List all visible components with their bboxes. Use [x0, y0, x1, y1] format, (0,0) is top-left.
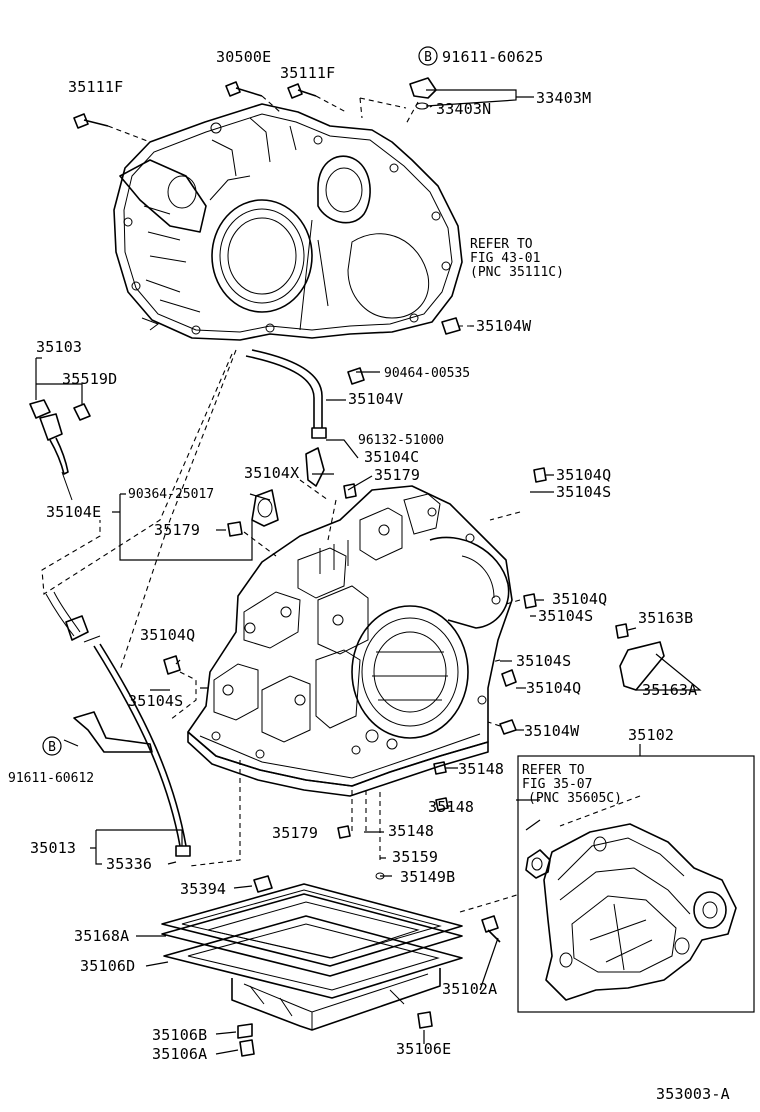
part-label-35163a: 35163A — [642, 681, 697, 699]
circled-marker-b-top: B — [418, 46, 438, 66]
reference-note-line-1: REFER TO — [470, 237, 533, 252]
reference-note-line-2: FIG 35-07 — [522, 777, 592, 792]
hardware-drawing — [73, 77, 665, 1057]
part-label-35103: 35103 — [36, 338, 82, 356]
part-label-35148: 35148 — [458, 760, 504, 778]
part-label-33403m: 33403M — [536, 89, 591, 107]
part-label-35519d: 35519D — [62, 370, 117, 388]
part-label-90464-00535: 90464-00535 — [384, 366, 470, 381]
circled-marker-b-left: B — [42, 736, 62, 756]
part-label-35106a: 35106A — [152, 1045, 207, 1063]
transmission-housing-drawing — [113, 103, 463, 341]
part-label-35394: 35394 — [180, 880, 226, 898]
part-label-35111f: 35111F — [68, 78, 123, 96]
part-label-35104q: 35104Q — [526, 679, 581, 697]
oil-pan-drawing — [161, 883, 463, 1031]
reference-note-line-3: (PNC 35605C) — [528, 791, 622, 806]
part-label-35104v: 35104V — [348, 390, 403, 408]
part-label-35148: 35148 — [388, 822, 434, 840]
part-labels: 30500E 91611-60625 35111F 35111F 33403M … — [8, 48, 730, 1103]
part-label-35104e: 35104E — [46, 503, 101, 521]
part-label-35106e: 35106E — [396, 1040, 451, 1058]
part-label-35148: 35148 — [428, 798, 474, 816]
mounting-bracket-drawing — [525, 823, 737, 1001]
part-label-35104s: 35104S — [128, 692, 183, 710]
part-label-91611-60625: 91611-60625 — [442, 48, 544, 66]
part-label-35013: 35013 — [30, 839, 76, 857]
part-label-35104w: 35104W — [524, 722, 580, 740]
part-label-35106b: 35106B — [152, 1026, 207, 1044]
reference-note-line-2: FIG 43-01 — [470, 251, 540, 266]
part-label-35179: 35179 — [374, 466, 420, 484]
part-label-35106d: 35106D — [80, 957, 135, 975]
dipstick-drawing — [29, 399, 91, 501]
part-label-35104w: 35104W — [476, 317, 532, 335]
part-label-35336: 35336 — [106, 855, 152, 873]
transaxle-case-drawing — [187, 485, 513, 797]
part-label-91611-60612: 91611-60612 — [8, 771, 94, 786]
bracket-reference-frame — [517, 755, 755, 1013]
diagram-code: 353003-A — [656, 1085, 730, 1103]
part-label-35104s: 35104S — [538, 607, 593, 625]
part-label-96132-51000: 96132-51000 — [358, 433, 444, 448]
part-label-35179: 35179 — [272, 824, 318, 842]
part-label-35179: 35179 — [154, 521, 200, 539]
part-label-35149b: 35149B — [400, 868, 455, 886]
part-label-33403n: 33403N — [436, 100, 491, 118]
dipstick-tube-drawing — [45, 591, 191, 857]
marker-b-letter: B — [48, 740, 56, 755]
part-label-35104c: 35104C — [364, 448, 419, 466]
part-label-35159: 35159 — [392, 848, 438, 866]
part-label-90364-25017: 90364-25017 — [128, 487, 214, 502]
marker-b-letter: B — [424, 50, 432, 65]
part-label-35111f: 35111F — [280, 64, 335, 82]
part-label-35104q: 35104Q — [140, 626, 195, 644]
part-label-35104q: 35104Q — [556, 466, 611, 484]
cooler-pipe-drawing — [245, 349, 365, 487]
part-label-35102: 35102 — [628, 726, 674, 744]
part-label-35104s: 35104S — [516, 652, 571, 670]
part-label-35102a: 35102A — [442, 980, 497, 998]
part-label-35163b: 35163B — [638, 609, 693, 627]
part-label-35104q: 35104Q — [552, 590, 607, 608]
leader-lines — [35, 89, 702, 1055]
part-label-35104x: 35104X — [244, 464, 299, 482]
part-label-35168a: 35168A — [74, 927, 129, 945]
part-label-30500e: 30500E — [216, 48, 271, 66]
reference-note-line-3: (PNC 35111C) — [470, 265, 564, 280]
part-label-35104s: 35104S — [556, 483, 611, 501]
reference-note-line-1: REFER TO — [522, 763, 585, 778]
